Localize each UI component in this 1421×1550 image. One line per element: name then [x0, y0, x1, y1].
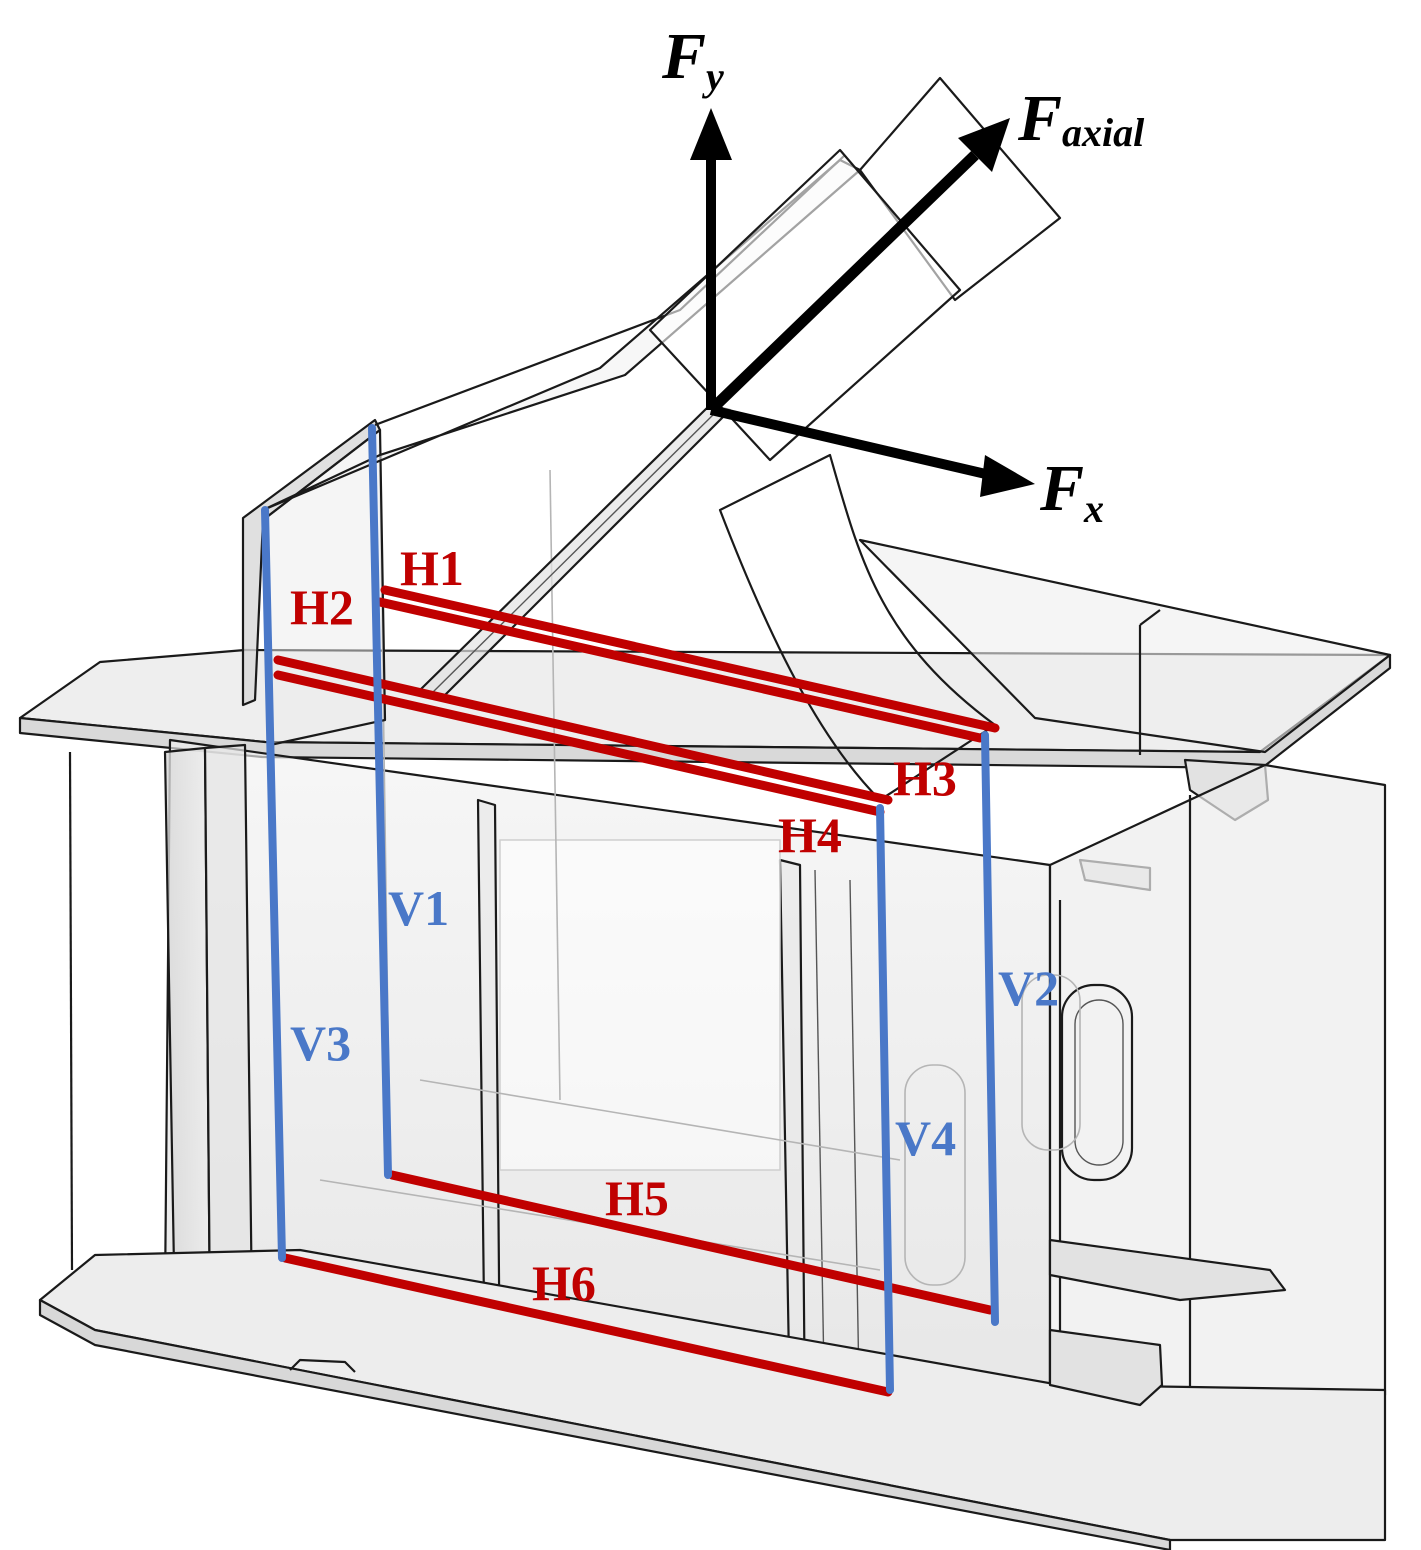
- left-end-panel-inner: [203, 743, 254, 1322]
- oval-cutout-outer: [1060, 983, 1134, 1182]
- diagonal-rib-center: [429, 407, 721, 696]
- h2-line: [375, 597, 985, 743]
- h6-label: H6: [532, 1255, 596, 1311]
- stiffener-right-edge: [849, 879, 861, 1441]
- h5-label: H5: [605, 1170, 669, 1226]
- v3-label: V3: [290, 1015, 351, 1071]
- structure-body: [18, 76, 1392, 1550]
- v1-line: [368, 424, 392, 1179]
- v2-label: V2: [998, 960, 1059, 1016]
- h6-line: [280, 1253, 893, 1397]
- h1-line: [380, 585, 1000, 733]
- bottom-flange-edge: [38, 1298, 1172, 1550]
- v1-label: V1: [388, 880, 449, 936]
- interior-faint-edge-4: [419, 1079, 901, 1161]
- fx-label: Fx: [1039, 452, 1104, 531]
- oval-cutout-ghost: [1021, 974, 1081, 1151]
- right-upper-flange: [858, 538, 1392, 754]
- interior-opening: [499, 839, 781, 1171]
- h3-label: H3: [893, 750, 957, 806]
- bottom-channel-1: [1048, 1238, 1287, 1302]
- right-flange-rib-1: [1139, 609, 1161, 626]
- fx-arrow-shaft: [709, 405, 992, 480]
- h4-label: H4: [778, 807, 842, 863]
- h-labels: H1 H2 H3 H4 H5 H6: [290, 540, 957, 1311]
- faxial-arrow-shaft: [707, 151, 979, 414]
- v3-line: [261, 506, 286, 1262]
- v4-label: V4: [895, 1110, 956, 1166]
- fy-label: Fy: [661, 20, 724, 99]
- right-side-box: [1048, 763, 1387, 1402]
- faxial-label: Faxial: [1017, 82, 1145, 155]
- h2-label: H2: [290, 579, 354, 635]
- faxial-arrow-head: [958, 118, 1010, 172]
- force-labels: Fy Faxial Fx: [661, 20, 1145, 531]
- stiffener-right-edge-2: [814, 869, 826, 1431]
- oval-cutout-inner: [1074, 999, 1124, 1166]
- bottom-flange-notch: [289, 1358, 356, 1373]
- h1-label: H1: [400, 540, 464, 596]
- force-arrows: [690, 108, 1035, 497]
- v2-line: [981, 731, 999, 1326]
- vertical-lines: [261, 424, 999, 1394]
- left-outer-edge: [68, 751, 74, 1271]
- v-labels: V1 V2 V3 V4: [290, 880, 1059, 1166]
- v4-line: [876, 804, 894, 1394]
- bottom-channel-2: [1048, 1328, 1164, 1407]
- oval-cutout-ghost-2: [904, 1064, 966, 1286]
- fx-arrow-head: [980, 455, 1035, 497]
- fy-arrow-head: [690, 108, 732, 160]
